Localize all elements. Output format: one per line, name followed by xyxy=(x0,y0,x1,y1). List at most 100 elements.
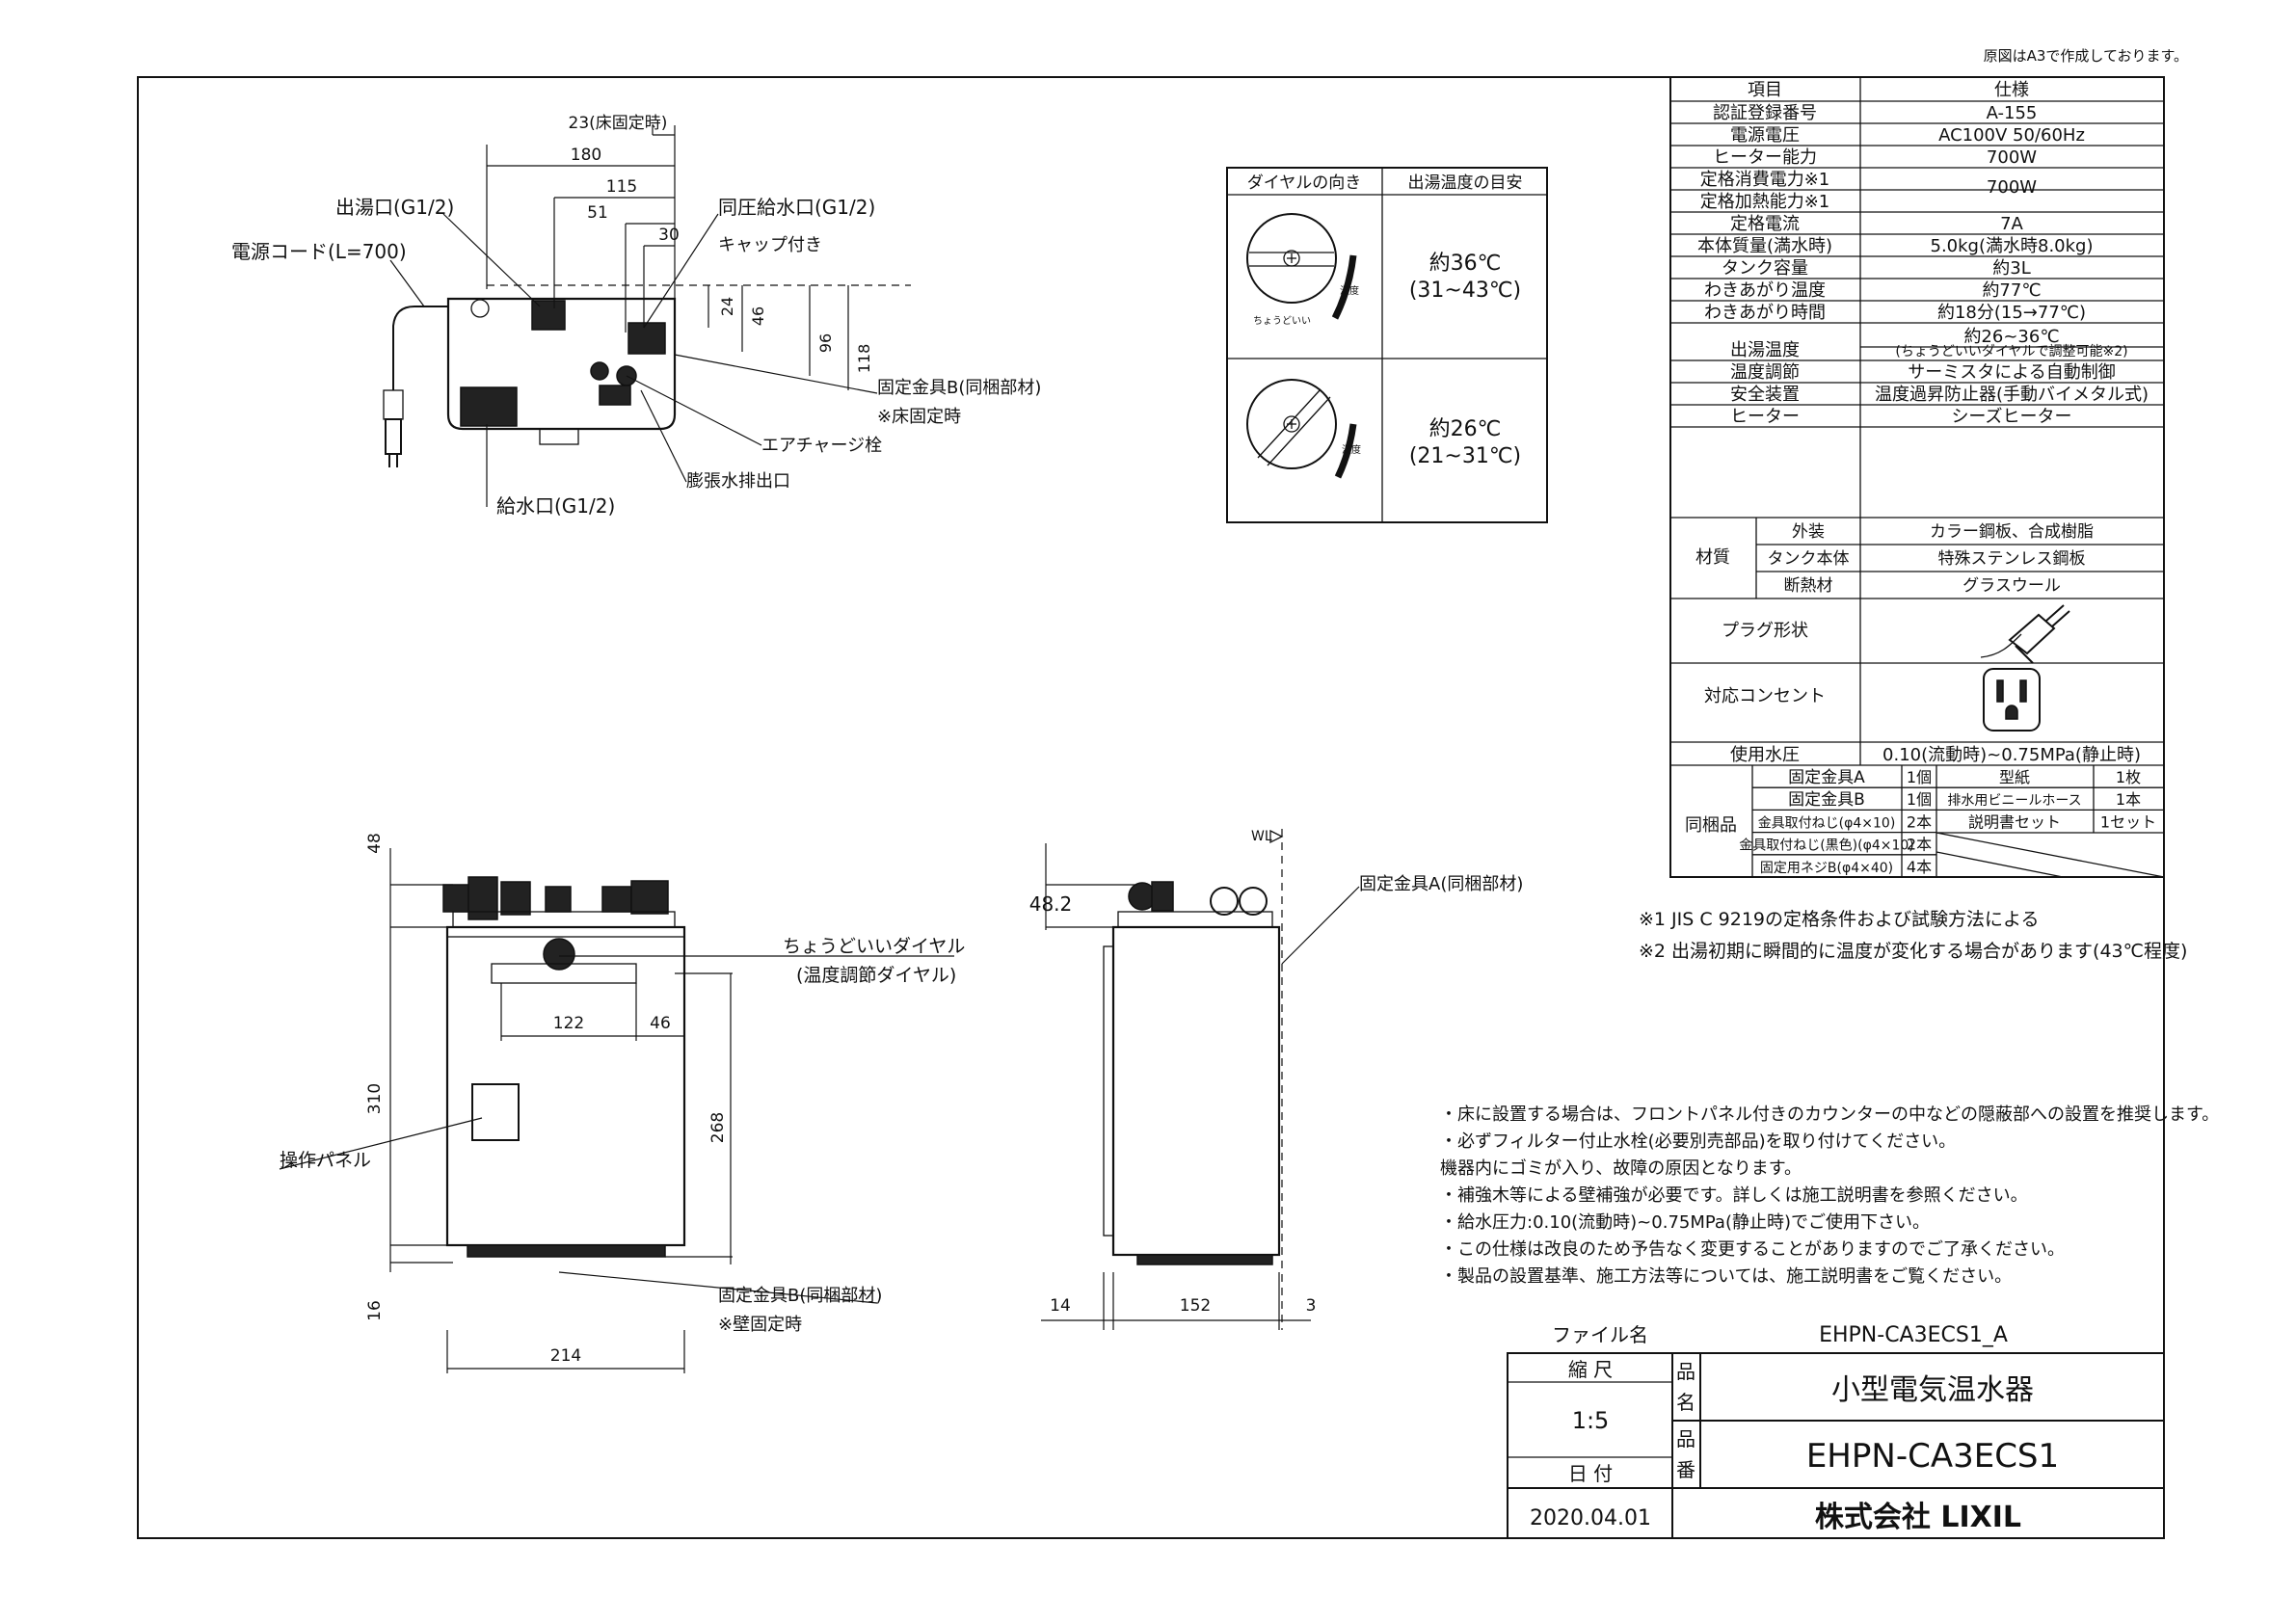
dial-range-1: (31~43℃) xyxy=(1409,279,1521,303)
spec-item: 認証登録番号 xyxy=(1713,103,1817,123)
note-line: ・床に設置する場合は、フロントパネル付きのカウンターの中などの隠蔽部への設置を推… xyxy=(1440,1104,2219,1125)
dial-col-direction: ダイヤルの向き xyxy=(1247,173,1362,193)
dim-30: 30 xyxy=(658,226,680,245)
note-line: ・必ずフィルター付止水栓(必要別売部品)を取り付けてください。 xyxy=(1440,1131,1956,1152)
spec-item: ヒーター xyxy=(1730,407,1800,427)
bundled-item: 固定用ネジB(φ4×40) xyxy=(1760,861,1893,876)
material-value: カラー鋼板、合成樹脂 xyxy=(1930,522,2094,542)
ban-label: 番 xyxy=(1676,1458,1695,1481)
pressure-label: 使用水圧 xyxy=(1730,745,1800,765)
spec-value: 約3L xyxy=(1992,258,2030,279)
label-bracket-b: 固定金具B(同梱部材) xyxy=(877,378,1041,398)
label-inlet: 給水口(G1/2) xyxy=(496,494,615,518)
title-block: ファイル名 EHPN-CA3ECS1_A 縮 尺 1:5 日 付 2020.04… xyxy=(1507,1323,2165,1539)
note-line: 機器内にゴミが入り、故障の原因となります。 xyxy=(1440,1158,1802,1179)
outlet-fitting xyxy=(531,300,566,331)
dial-col-temp: 出湯温度の目安 xyxy=(1408,173,1523,193)
note-line: ・給水圧力:0.10(流動時)~0.75MPa(静止時)でご使用下さい。 xyxy=(1440,1212,1930,1233)
spec-item: 本体質量(満水時) xyxy=(1697,236,1832,256)
spec-value: 約26~36℃ xyxy=(1963,327,2059,347)
dial-icon: 温度 xyxy=(1246,379,1361,479)
heater-body-front xyxy=(445,925,686,1247)
bundled-qty-2: 1枚 xyxy=(2116,768,2141,786)
label-cap: キャップ付き xyxy=(718,235,822,255)
spec-item: 電源電圧 xyxy=(1730,125,1800,146)
dim-180: 180 xyxy=(571,146,601,165)
control-panel xyxy=(471,1083,520,1141)
outlet-icon xyxy=(1983,668,2041,732)
dim-268: 268 xyxy=(708,1112,728,1143)
spec-col-spec: 仕様 xyxy=(1994,80,2029,100)
dial-table: ダイヤルの向き 出湯温度の目安 温度 ちょうどいい 約36℃ (31~43℃) … xyxy=(1226,167,1548,523)
note-line: ・この仕様は改良のため予告なく変更することがありますのでご了承ください。 xyxy=(1440,1239,2065,1260)
dim-118: 118 xyxy=(855,344,873,374)
bundled-item-2: 型紙 xyxy=(1999,768,2030,786)
header-note: 原図はA3で作成しております。 xyxy=(1984,47,2188,65)
label-floor: ※床固定時 xyxy=(877,407,961,427)
spec-value: 5.0kg(満水時8.0kg) xyxy=(1931,236,2094,256)
dial-temp-2: 約26℃ xyxy=(1429,417,1502,441)
dim-214: 214 xyxy=(550,1346,581,1366)
scale-value: 1:5 xyxy=(1572,1407,1610,1434)
label-outlet: 出湯口(G1/2) xyxy=(335,196,454,219)
material-part: 外装 xyxy=(1792,522,1825,542)
label-dial-sub: (温度調節ダイヤル) xyxy=(796,965,956,986)
installation-notes: ・床に設置する場合は、フロントパネル付きのカウンターの中などの隠蔽部への設置を推… xyxy=(1440,1104,2219,1287)
date-value: 2020.04.01 xyxy=(1530,1506,1651,1530)
dim-48-2: 48.2 xyxy=(1029,892,1073,916)
date-label: 日 付 xyxy=(1568,1462,1613,1485)
spec-value: 700W xyxy=(1987,147,2037,168)
spec-value: 7A xyxy=(2000,214,2023,234)
spec-item: タンク容量 xyxy=(1722,258,1808,279)
hin-label-2: 品 xyxy=(1676,1427,1695,1450)
spec-item: わきあがり温度 xyxy=(1704,280,1826,301)
dial-temp-1: 約36℃ xyxy=(1429,252,1502,276)
spec-item: 温度調節 xyxy=(1730,362,1800,383)
dim-115: 115 xyxy=(606,177,637,197)
heater-body-side xyxy=(1111,925,1281,1257)
bundled-qty: 4本 xyxy=(1907,858,1932,876)
front-view: 48 310 268 16 214 122 46 ちょうどいいダイヤル (温度調… xyxy=(279,833,965,1373)
plug-label: プラグ形状 xyxy=(1722,621,1808,641)
label-drain: 膨張水排出口 xyxy=(686,471,790,492)
material-value: グラスウール xyxy=(1962,576,2061,596)
label-inlet-same: 同圧給水口(G1/2) xyxy=(718,196,875,219)
bundled-qty-2: 1セット xyxy=(2100,812,2156,831)
inlet-fitting xyxy=(627,322,666,355)
spec-value: AC100V 50/60Hz xyxy=(1938,125,2085,146)
side-view: 48.2 14 152 3 WL 固定金具A(同梱部材) xyxy=(1029,829,1523,1330)
hin-label-1: 品 xyxy=(1676,1360,1695,1383)
material-value: 特殊ステンレス鋼板 xyxy=(1938,549,2086,569)
label-cord: 電源コード(L=700) xyxy=(231,240,407,263)
product-number: EHPN-CA3ECS1 xyxy=(1806,1437,2059,1476)
spec-item: 定格電流 xyxy=(1730,214,1800,234)
dial-range-2: (21~31℃) xyxy=(1409,444,1521,468)
spec-item: ヒーター能力 xyxy=(1713,147,1817,168)
label-bracket-b-front: 固定金具B(同梱部材) xyxy=(718,1286,882,1306)
spec-item: 安全装置 xyxy=(1730,385,1800,405)
spec-item: 出湯温度 xyxy=(1730,340,1800,360)
plug-icon xyxy=(1980,604,2070,664)
bundled-item-2: 排水用ビニールホース xyxy=(1947,793,2081,809)
dim-24: 24 xyxy=(718,297,736,316)
spec-value: (ちょうどいいダイヤルで調整可能※2) xyxy=(1895,344,2127,359)
bundled-qty: 1個 xyxy=(1907,790,1932,809)
file-label: ファイル名 xyxy=(1552,1323,1648,1346)
bundled-qty: 2本 xyxy=(1907,812,1932,831)
spec-item: わきあがり時間 xyxy=(1704,303,1826,323)
material-part: タンク本体 xyxy=(1768,549,1850,569)
spec-value: A-155 xyxy=(1987,103,2038,123)
label-bracket-a: 固定金具A(同梱部材) xyxy=(1359,874,1523,894)
spec-value: 温度過昇防止器(手動バイメタル式) xyxy=(1875,385,2149,405)
mei-label: 名 xyxy=(1676,1391,1695,1414)
dim-152: 152 xyxy=(1180,1296,1211,1316)
file-name: EHPN-CA3ECS1_A xyxy=(1819,1323,2008,1347)
bundled-label: 同梱品 xyxy=(1685,815,1737,836)
dial-icon: 温度 ちょうどいい xyxy=(1246,213,1359,327)
scale-label: 縮 尺 xyxy=(1568,1358,1613,1381)
dim-23: 23(床固定時) xyxy=(569,114,668,133)
spec-value: シーズヒーター xyxy=(1951,407,2071,427)
dim-16: 16 xyxy=(365,1300,385,1321)
